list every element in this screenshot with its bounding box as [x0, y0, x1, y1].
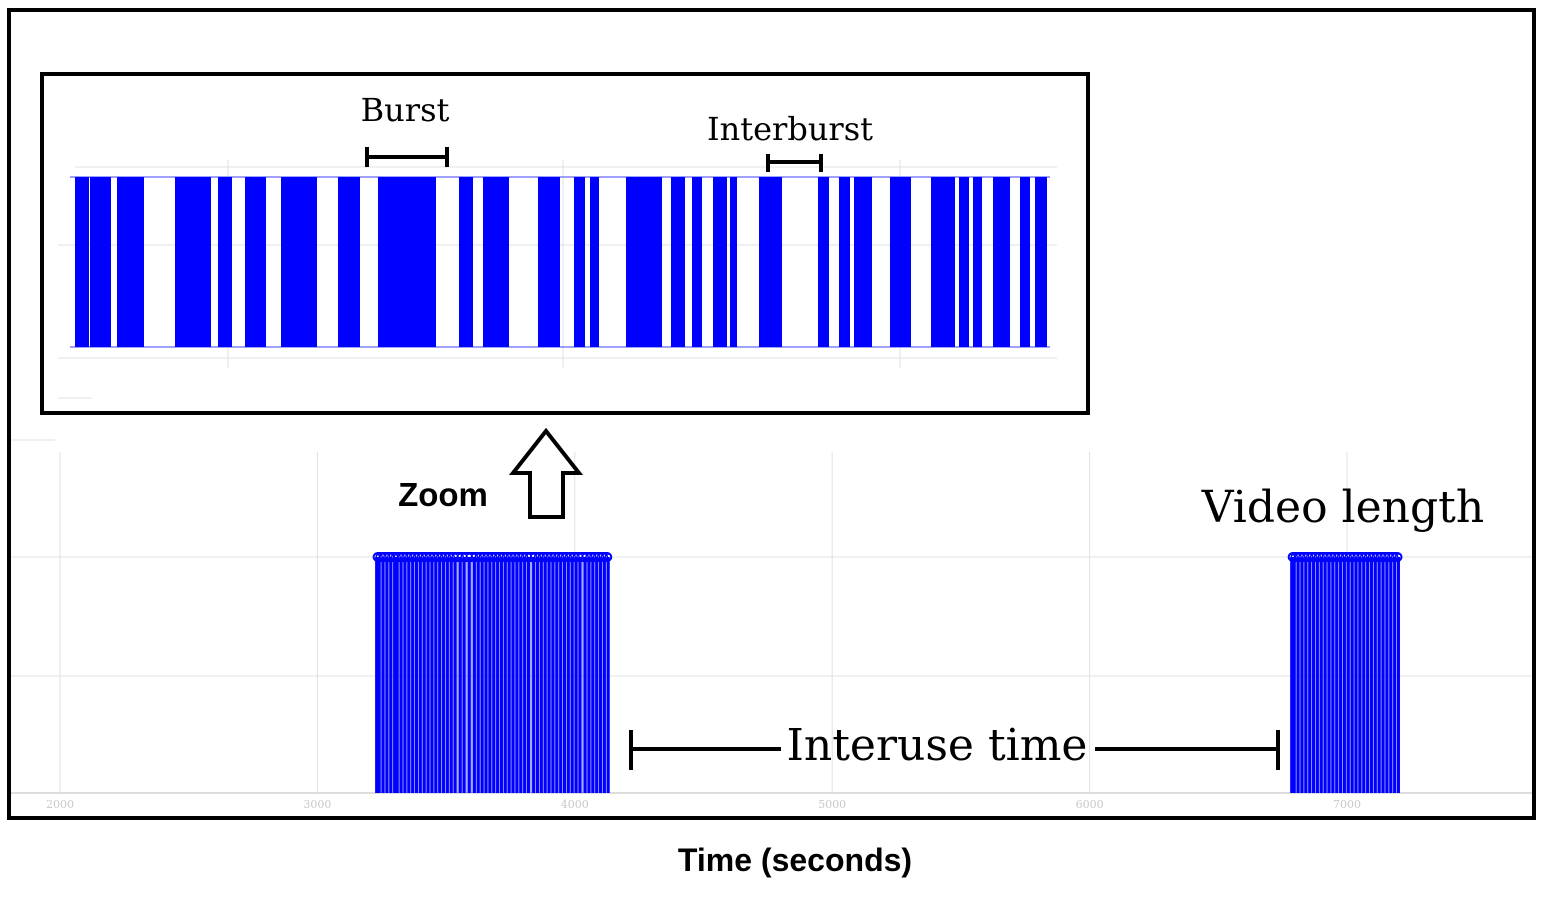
x-tick-label: 6000: [1076, 798, 1104, 811]
zoom-event-bar: [574, 177, 585, 347]
zoom-event-bar: [973, 177, 982, 347]
zoom-event-bar: [483, 177, 509, 347]
zoom-event-bar: [90, 177, 111, 347]
zoom-event-bar: [818, 177, 829, 347]
zoom-event-bar: [692, 177, 702, 347]
event-marker: [465, 553, 474, 561]
zoom-inset: Burst Interburst: [40, 72, 1090, 415]
event-marker: [524, 553, 533, 561]
main-x-tick-labels: 2000 3000 4000 5000 6000 7000: [46, 798, 1361, 811]
x-tick-label: 2000: [46, 798, 74, 811]
zoom-event-bar: [245, 177, 266, 347]
zoom-event-bar: [459, 177, 473, 347]
zoom-up-arrow-icon: [508, 427, 584, 519]
zoom-event-bar: [993, 177, 1010, 347]
zoom-event-bar: [538, 177, 560, 347]
x-tick-label: 4000: [561, 798, 589, 811]
x-axis-title: Time (seconds): [677, 842, 913, 878]
event-density-fill: [376, 557, 609, 793]
zoom-event-bar: [117, 177, 144, 347]
zoom-event-bar: [1035, 177, 1047, 347]
main-timeline-plot: 2000 3000 4000 5000 6000 7000: [9, 439, 1534, 811]
zoom-event-bar: [626, 177, 662, 347]
event-marker: [1394, 553, 1403, 561]
zoom-event-bar: [671, 177, 685, 347]
interuse-time-bracket: [629, 730, 1280, 770]
event-marker: [451, 553, 459, 561]
main-grid: [9, 439, 1534, 794]
zoom-event-bar: [890, 177, 911, 347]
zoom-event-bar: [218, 177, 232, 347]
x-tick-label: 3000: [303, 798, 331, 811]
zoom-event-bar: [854, 177, 872, 347]
zoom-event-bar: [338, 177, 360, 347]
session-1-event-bars: [372, 552, 613, 793]
x-tick-label: 5000: [818, 798, 846, 811]
outer-frame: [7, 8, 1536, 820]
zoom-event-bar: [931, 177, 955, 347]
zoom-label: Zoom: [398, 476, 488, 513]
burst-label: Burst: [361, 91, 450, 129]
interburst-bracket: [766, 154, 823, 172]
zoom-inset-event-bars: [70, 176, 1050, 348]
zoom-event-bar: [839, 177, 850, 347]
session-2-event-bars: [1287, 552, 1403, 793]
event-density-fill: [1291, 557, 1399, 793]
zoom-inset-frame: [40, 72, 1090, 415]
zoom-event-bar: [959, 177, 969, 347]
burst-bracket: [365, 147, 449, 167]
interuse-time-label: Interuse time: [787, 720, 1088, 771]
x-tick-label: 7000: [1333, 798, 1361, 811]
zoom-event-bar: [75, 177, 89, 347]
event-marker: [604, 553, 613, 561]
zoom-event-bar: [713, 177, 727, 347]
zoom-event-bar: [175, 177, 211, 347]
zoom-event-bar: [730, 177, 737, 347]
zoom-event-bar: [378, 177, 436, 347]
zoom-event-bar: [759, 177, 782, 347]
interburst-label: Interburst: [707, 110, 873, 148]
zoom-event-bar: [281, 177, 317, 347]
event-marker: [460, 553, 468, 561]
event-marker: [576, 553, 584, 561]
zoom-event-bar: [590, 177, 599, 347]
zoom-event-bar: [1020, 177, 1030, 347]
video-length-label: Video length: [1201, 482, 1484, 533]
